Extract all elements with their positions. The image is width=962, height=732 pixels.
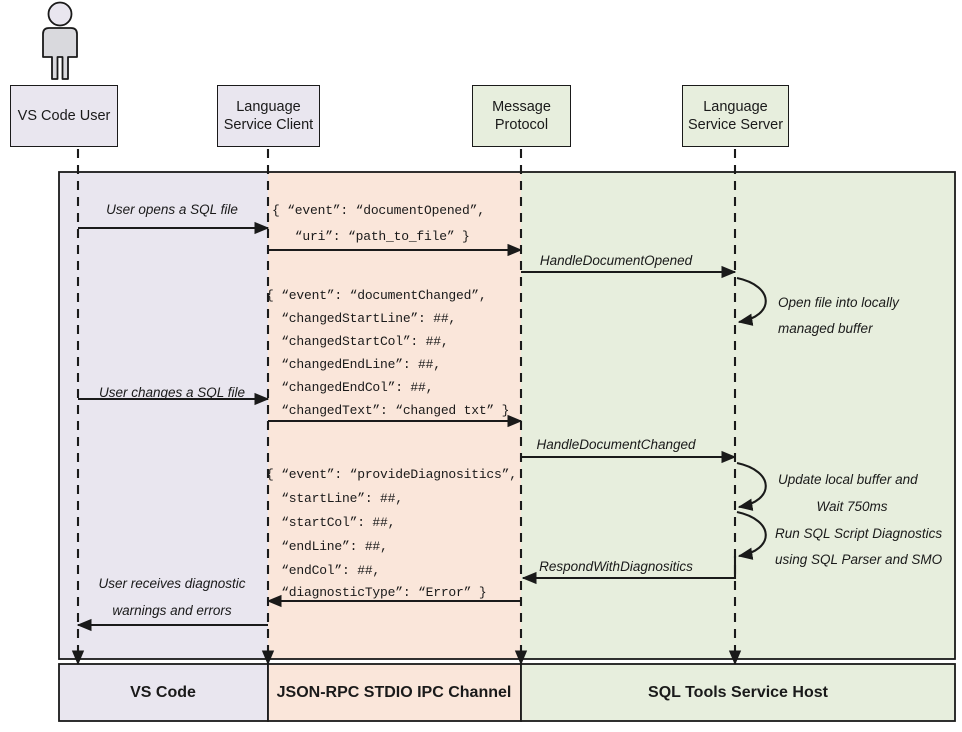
document-changed-message-line1: { “event”: “documentChanged”,	[266, 288, 487, 303]
participant-message-protocol[interactable]: Message Protocol	[472, 85, 571, 147]
self-loop-open-file-buffer	[736, 276, 767, 326]
self-loop-update-buffer-wait	[736, 461, 767, 511]
label-run-sql-diagnostics-line2: using SQL Parser and SMO	[775, 552, 943, 567]
participant-language-service-client-line2: Service Client	[223, 117, 314, 133]
arrow-respond-with-diagnostics	[521, 556, 737, 585]
footer-band-service-host	[520, 663, 956, 722]
label-update-buffer-wait-line1: Update local buffer and	[778, 472, 918, 487]
provide-diagnostics-message-line5: “endCol”: ##,	[266, 563, 381, 578]
label-open-file-buffer-line1: Open file into locally	[778, 295, 899, 310]
participant-message-protocol-line2: Protocol	[494, 117, 549, 133]
footer-label-service-host: SQL Tools Service Host	[648, 684, 828, 701]
document-opened-message-line1: { “event”: “documentOpened”,	[272, 203, 485, 218]
label-user-receives-diagnostics-line1: User receives diagnostic	[98, 576, 246, 591]
label-update-buffer-wait-line2: Wait 750ms	[816, 499, 888, 514]
participant-language-service-server-line1: Language	[703, 98, 768, 115]
footer-label-vs-code: VS Code	[130, 684, 196, 701]
document-changed-message-line4: “changedEndLine”: ##,	[266, 357, 441, 372]
participant-language-service-client[interactable]: Language Service Client	[217, 85, 320, 147]
participant-vs-code-user[interactable]: VS Code User	[10, 85, 118, 147]
document-opened-message-line2: “uri”: “path_to_file” }	[272, 229, 470, 244]
label-user-opens-file: User opens a SQL file	[106, 202, 238, 217]
label-open-file-buffer-line2: managed buffer	[778, 321, 873, 336]
label-handle-document-opened: HandleDocumentOpened	[539, 253, 693, 268]
band-vs-code	[59, 172, 268, 659]
band-service-host	[521, 172, 955, 659]
participant-language-service-server-line2: Service Server	[687, 117, 784, 133]
label-handle-document-changed: HandleDocumentChanged	[536, 437, 696, 452]
document-changed-message-line5: “changedEndCol”: ##,	[266, 380, 434, 395]
participant-language-service-client-line1: Language	[236, 98, 301, 115]
provide-diagnostics-message-line2: “startLine”: ##,	[266, 491, 403, 506]
provide-diagnostics-message-line4: “endLine”: ##,	[266, 539, 388, 554]
label-respond-with-diagnostics: RespondWithDiagnositics	[539, 559, 693, 574]
document-changed-message-line6: “changedText”: “changed txt” }	[266, 403, 510, 418]
document-changed-message-line2: “changedStartLine”: ##,	[266, 311, 457, 326]
vs-code-user-actor-icon	[42, 1, 78, 80]
document-changed-message-line3: “changedStartCol”: ##,	[266, 334, 449, 349]
self-loop-run-sql-diagnostics	[736, 510, 767, 560]
provide-diagnostics-message-line1: { “event”: “provideDiagnositics”,	[266, 467, 517, 482]
label-user-changes-file: User changes a SQL file	[98, 385, 246, 400]
participant-language-service-server[interactable]: Language Service Server	[682, 85, 789, 147]
participant-message-protocol-line1: Message	[492, 98, 551, 115]
footer-label-ipc-channel: JSON-RPC STDIO IPC Channel	[276, 684, 512, 701]
label-user-receives-diagnostics-line2: warnings and errors	[112, 603, 232, 618]
participant-vs-code-user-line1: VS Code User	[17, 107, 111, 124]
provide-diagnostics-message-line6: “diagnosticType”: “Error” }	[266, 585, 487, 600]
band-ipc-channel	[268, 172, 521, 659]
label-run-sql-diagnostics-line1: Run SQL Script Diagnostics	[775, 526, 943, 541]
band-outline	[58, 171, 956, 660]
footer-band-vs-code	[58, 663, 269, 722]
provide-diagnostics-message-line3: “startCol”: ##,	[266, 515, 396, 530]
